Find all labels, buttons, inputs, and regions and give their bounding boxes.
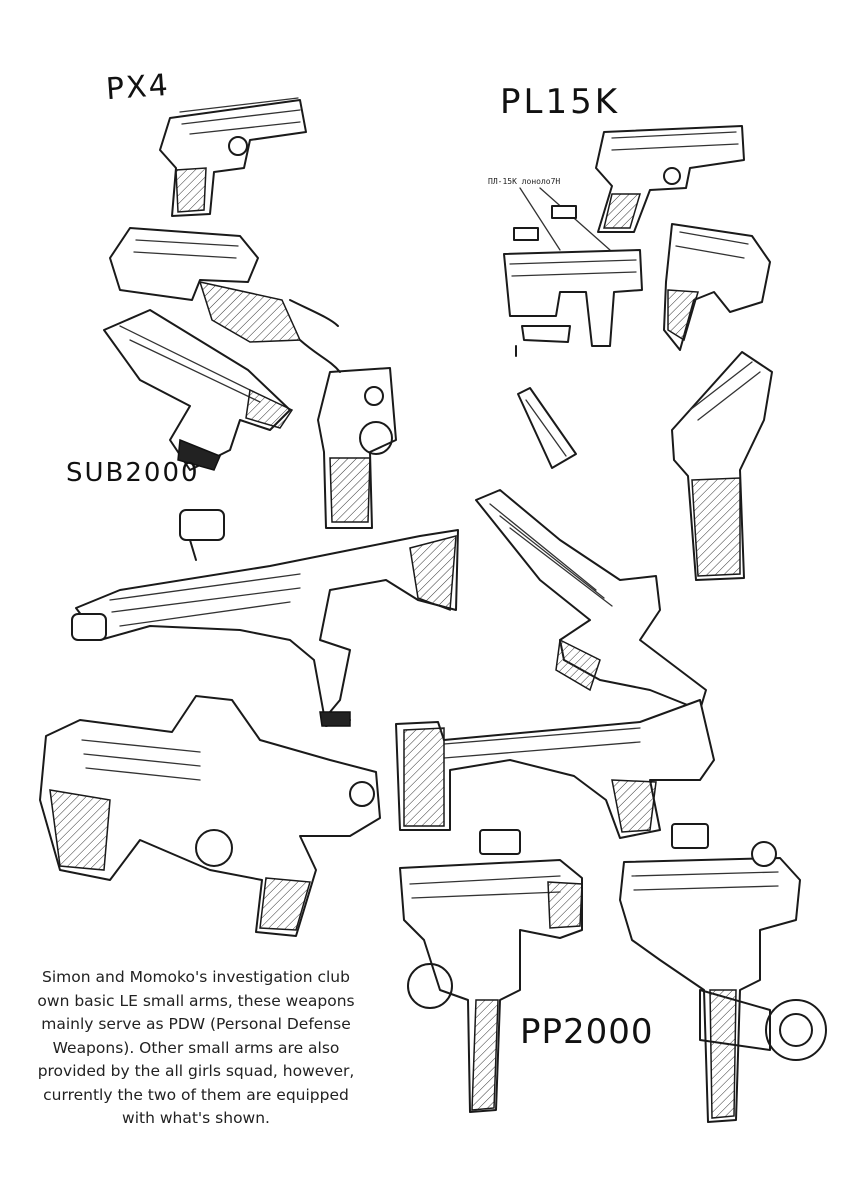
caption-line: own basic LE small arms, these weapons [37, 991, 355, 1010]
caption-line: Weapons). Other small arms are also [52, 1038, 340, 1057]
pl15k-pistol-front-view-sketch [671, 351, 773, 581]
pp2000-left-sketch [399, 829, 583, 1113]
pp2000-right-sketch [619, 823, 827, 1123]
caption-line: mainly serve as PDW (Personal Defense [41, 1015, 351, 1033]
pl15k-exploded-view-sketch: ПЛ-15К лоноло7Н [488, 177, 643, 357]
sub2000-stock-detail-sketch [395, 699, 715, 839]
sub2000-carbine-sketch [71, 509, 459, 727]
px4-pistol-front-view-sketch [299, 339, 397, 529]
caption-text: Simon and Momoko's investigation club ow… [18, 966, 374, 1131]
px4-label: PX4 [104, 67, 171, 108]
sub2000-label: SUB2000 [66, 458, 200, 488]
caption-line: provided by the all girls squad, however… [37, 1062, 355, 1080]
pp2000-label: PP2000 [520, 1012, 654, 1052]
px4-pistol-grip-sketch [109, 227, 339, 343]
pl15k-pistol-angled-sketch [663, 223, 771, 351]
caption-line: with what's shown. [122, 1109, 270, 1127]
pl15k-label: PL15K [500, 82, 621, 122]
pl15k-pistol-sketch [595, 125, 745, 233]
pl15k-magazine-sketch [517, 387, 577, 469]
pl15k-annotation: ПЛ-15К лоноло7Н [488, 177, 560, 186]
pdw-rifle-sketch [39, 695, 381, 937]
caption-line: Simon and Momoko's investigation club [42, 968, 350, 986]
sub2000-folded-sketch [475, 489, 707, 711]
px4-pistol-sketch [159, 97, 307, 217]
caption-line: currently the two of them are equipped [43, 1085, 349, 1104]
px4-pistol-angled-sketch [103, 309, 294, 471]
